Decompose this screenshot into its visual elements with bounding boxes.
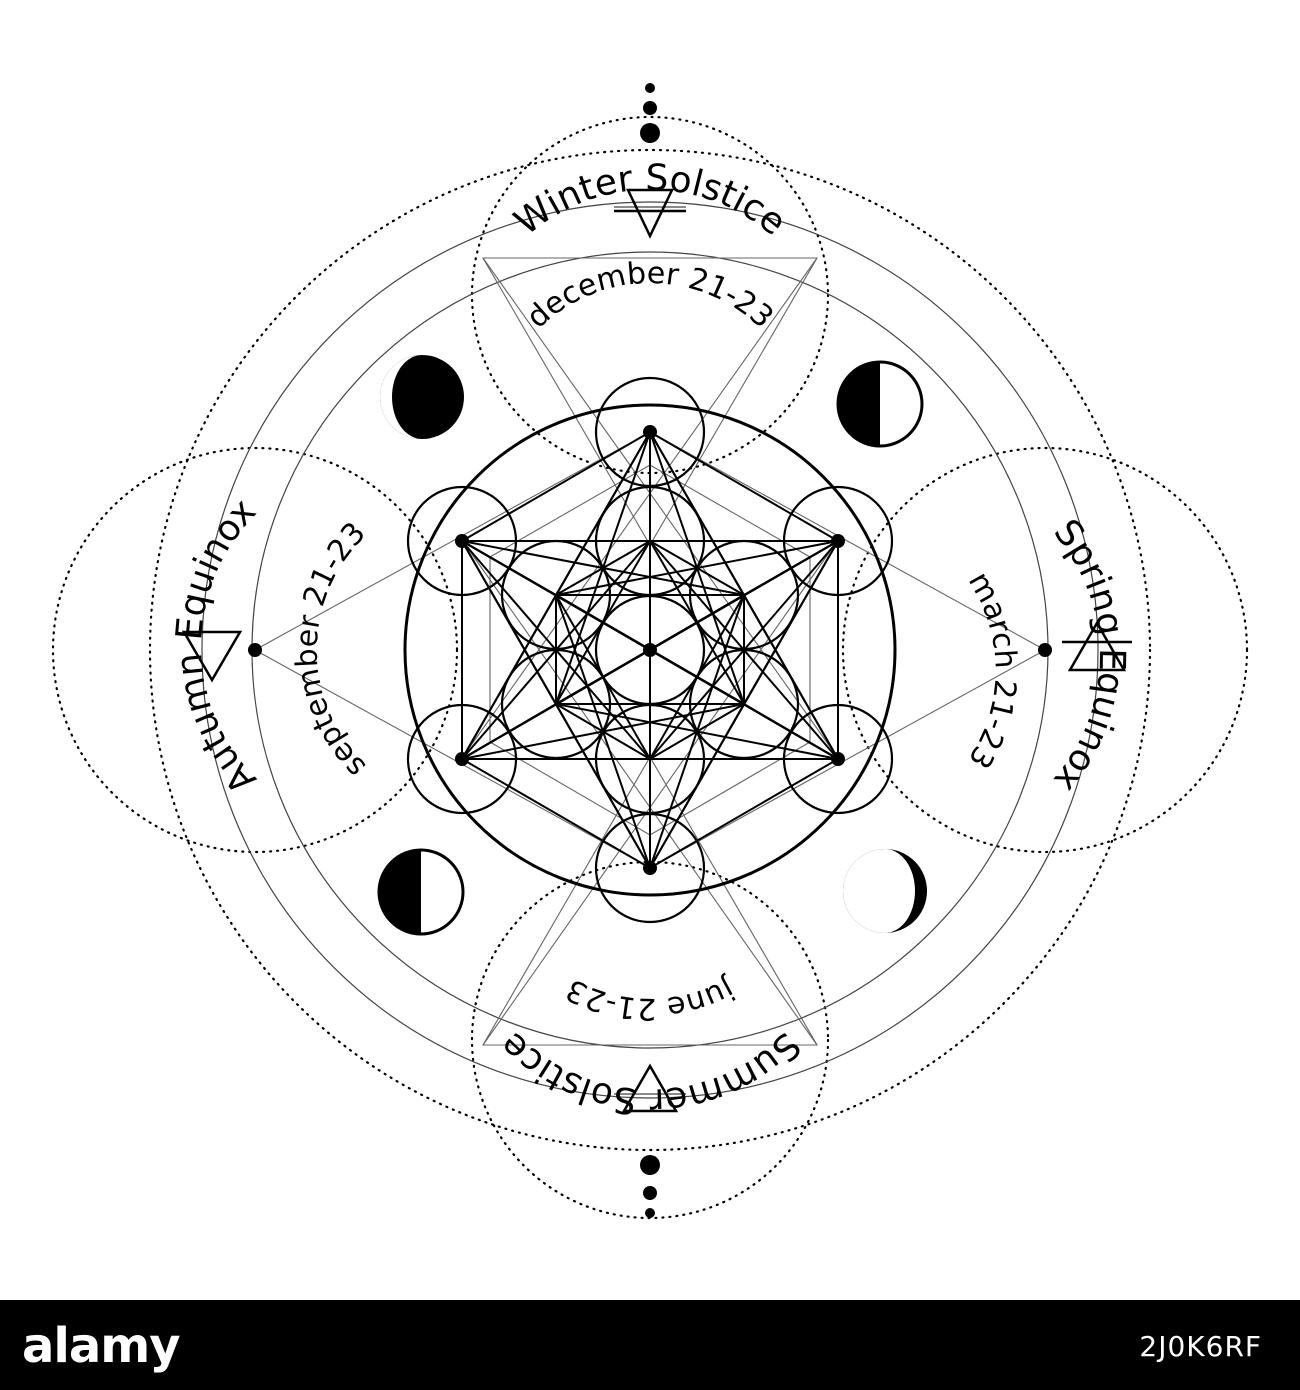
metatron-line xyxy=(649,758,839,869)
down-triangle xyxy=(482,257,818,547)
dot xyxy=(640,1155,660,1175)
brand-logo: alamy xyxy=(22,1318,181,1374)
diagonal-line xyxy=(649,649,1046,869)
metatron-lines xyxy=(461,431,839,869)
metatron-line xyxy=(649,540,839,760)
winter-solstice-label: Winter Solstice xyxy=(507,157,793,243)
autumn-equinox-dates: september 21-23 xyxy=(290,516,373,785)
air-element-icon-right xyxy=(1062,620,1132,672)
diagonal-line xyxy=(482,257,839,759)
dot xyxy=(643,1186,657,1200)
dot xyxy=(645,83,655,93)
footer-bar: alamy 2J0K6RF xyxy=(0,1300,1300,1390)
diagonal-line xyxy=(254,431,651,651)
node-dot xyxy=(455,534,469,548)
metatron-nodes xyxy=(248,425,1052,875)
summer-solstice-dates: june 21-23 xyxy=(561,971,741,1026)
node-dot xyxy=(643,861,657,875)
diagonal-line xyxy=(649,431,1046,651)
winter-solstice-dates: december 21-23 xyxy=(520,256,780,335)
summer-solstice-label: Summer Solstice xyxy=(492,1024,808,1122)
dot xyxy=(643,101,657,115)
thin-geometry xyxy=(254,257,1046,1046)
up-triangle xyxy=(482,755,818,1046)
waxing-gibbous-icon xyxy=(843,849,927,933)
dotted-circle-left xyxy=(51,446,459,854)
metatron-line xyxy=(649,431,839,542)
spring-equinox-label: Spring Equinox xyxy=(1046,512,1133,800)
node-dot xyxy=(831,752,845,766)
node-dot xyxy=(455,752,469,766)
water-element-icon xyxy=(181,630,243,683)
last-quarter-icon xyxy=(377,848,465,936)
node-dot xyxy=(643,643,657,657)
diagonal-line xyxy=(461,539,818,1046)
wheel-of-the-year-diagram: Winter Solstice december 21-23 Summer So… xyxy=(51,83,1249,1220)
bottom-dot-stack xyxy=(640,1155,660,1218)
node-dot xyxy=(248,643,262,657)
node-dot xyxy=(831,534,845,548)
metatron-line xyxy=(461,540,651,869)
dot xyxy=(640,123,660,143)
node-dot xyxy=(1038,643,1052,657)
metatron-line xyxy=(555,703,839,760)
diagonal-line xyxy=(482,539,839,1046)
image-id: 2J0K6RF xyxy=(1139,1330,1262,1363)
fire-element-icon xyxy=(621,1063,679,1113)
diagonal-line xyxy=(254,649,651,869)
air-element-icon xyxy=(614,188,686,239)
thin-ring-outer xyxy=(201,201,1099,1099)
dotted-outer-ring xyxy=(148,148,1152,1152)
main-circle xyxy=(403,403,897,897)
spring-equinox-dates: march 21-23 xyxy=(961,566,1023,774)
diagonal-line xyxy=(461,257,818,759)
top-dot-stack xyxy=(640,83,660,143)
waning-crescent-icon xyxy=(380,355,464,439)
first-quarter-icon xyxy=(836,360,924,448)
node-dot xyxy=(643,425,657,439)
metatron-line xyxy=(555,540,839,596)
metatron-line xyxy=(555,431,651,705)
metatron-line xyxy=(461,431,651,542)
dotted-circle-right xyxy=(841,446,1249,854)
metatron-line xyxy=(555,594,651,869)
dot xyxy=(645,1208,655,1218)
metatron-line xyxy=(461,758,651,869)
